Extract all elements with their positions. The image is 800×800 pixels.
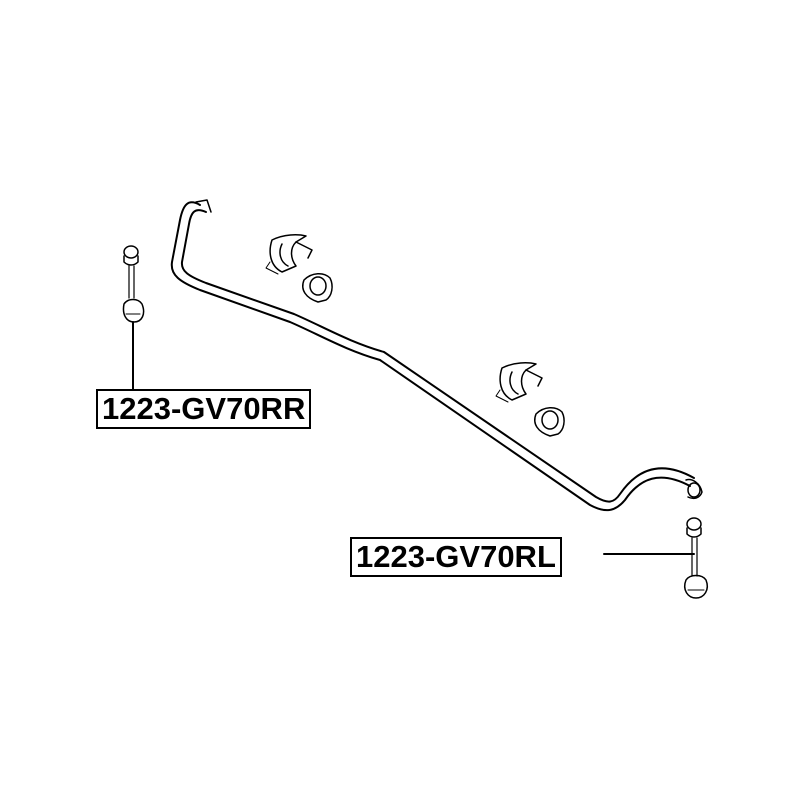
stabilizer-bar bbox=[170, 199, 703, 512]
part-label-rear-right: 1223-GV70RR bbox=[96, 389, 312, 429]
stabilizer-link-rl bbox=[684, 517, 708, 599]
bushing-bracket-lower bbox=[495, 362, 543, 403]
stabilizer-link-rr bbox=[122, 245, 145, 391]
rubber-bushing-upper bbox=[302, 273, 333, 303]
bushing-bracket-upper bbox=[265, 234, 313, 275]
part-label-rear-left: 1223-GV70RL bbox=[350, 537, 562, 577]
rubber-bushing-lower bbox=[534, 407, 565, 437]
